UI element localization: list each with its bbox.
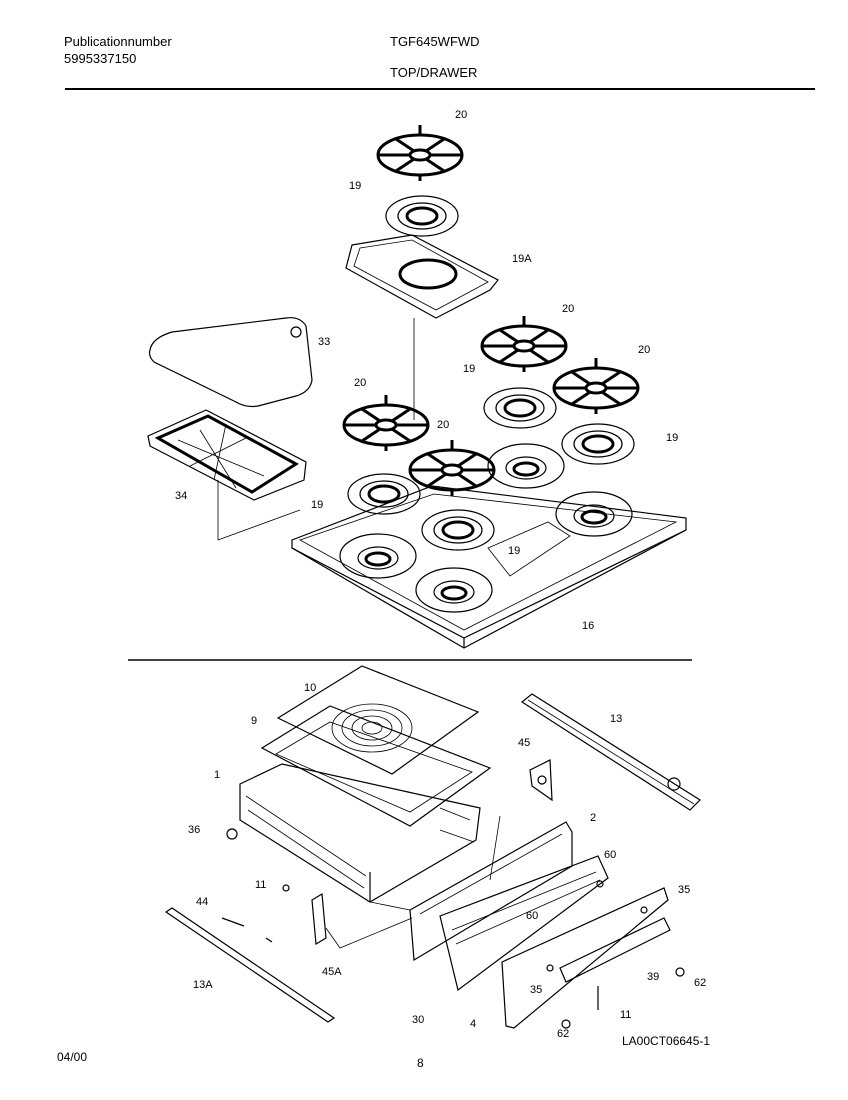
callout-label: 60 — [526, 910, 538, 922]
callout-label: 16 — [582, 620, 594, 632]
drip-bowl — [420, 508, 496, 552]
callout-label: 2 — [590, 812, 596, 824]
handle-trim — [559, 917, 671, 983]
drip-bowl — [384, 194, 460, 238]
nut — [561, 1019, 571, 1029]
header-rule — [65, 88, 815, 90]
callout-label: 45 — [518, 737, 530, 749]
callout-label: 10 — [304, 682, 316, 694]
drawer-liner — [439, 855, 609, 992]
callout-label: 20 — [455, 109, 467, 121]
screw — [546, 964, 554, 972]
callout-label: 19 — [311, 499, 323, 511]
callout-label: 11 — [620, 1009, 631, 1021]
callout-label: 20 — [437, 419, 449, 431]
drawer-frame — [239, 763, 481, 903]
callout-label: 19 — [508, 545, 520, 557]
callout-label: 19 — [463, 363, 475, 375]
cutting-board — [148, 317, 313, 408]
callout-label: 35 — [678, 884, 690, 896]
drawer-body — [409, 821, 573, 962]
callout-label: 11 — [255, 879, 266, 891]
callout-label: 34 — [175, 490, 187, 502]
trim-ring — [345, 234, 499, 319]
callout-label: 36 — [188, 824, 200, 836]
drip-bowl — [346, 472, 422, 516]
bracket — [311, 892, 327, 946]
surface-burner-well — [414, 566, 494, 614]
publication-number: 5995337150 — [64, 51, 137, 66]
callout-label: 44 — [196, 896, 208, 908]
page-number: 8 — [417, 1056, 424, 1070]
callout-label: 62 — [557, 1028, 569, 1040]
screw — [226, 828, 238, 840]
griddle-tray — [147, 409, 307, 501]
callout-label: 19 — [666, 432, 678, 444]
callout-label: 4 — [470, 1018, 476, 1030]
callout-label: 20 — [638, 344, 650, 356]
lower-rail — [164, 907, 336, 1023]
callout-label: 30 — [412, 1014, 424, 1026]
callout-label: 13A — [193, 979, 213, 991]
burner-grate — [408, 438, 496, 498]
burner-grate — [342, 393, 430, 453]
callout-label: 60 — [604, 849, 616, 861]
callout-label: 45A — [322, 966, 342, 978]
surface-burner-well — [554, 490, 634, 538]
callout-label: 62 — [694, 977, 706, 989]
screw — [596, 880, 604, 888]
section-title: TOP/DRAWER — [390, 65, 478, 80]
callout-label: 20 — [354, 377, 366, 389]
bracket — [529, 759, 553, 802]
callout-label: 33 — [318, 336, 330, 348]
surface-burner-well — [486, 442, 566, 490]
burner-grate — [376, 123, 464, 183]
broil-element — [276, 665, 480, 775]
callout-label: 39 — [647, 971, 659, 983]
callout-label: 1 — [214, 769, 220, 781]
broil-pan — [260, 705, 492, 827]
burner-grate — [480, 314, 568, 374]
nut — [675, 967, 685, 977]
drawer-rail — [520, 693, 701, 811]
surface-burner-well — [338, 532, 418, 580]
callout-label: 35 — [530, 984, 542, 996]
screw — [640, 906, 648, 914]
callout-label: 9 — [251, 715, 257, 727]
revision-date: 04/00 — [57, 1050, 88, 1064]
drawer-front — [501, 887, 669, 1029]
model-number: TGF645WFWD — [390, 34, 480, 49]
drip-bowl — [560, 422, 636, 466]
publication-number-label: Publicationnumber — [64, 34, 172, 49]
callout-label: 13 — [610, 713, 622, 725]
callout-label: 20 — [562, 303, 574, 315]
callout-label: 19 — [349, 180, 361, 192]
cooktop — [291, 485, 687, 649]
screw — [282, 884, 290, 892]
burner-grate — [552, 356, 640, 416]
drawing-id: LA00CT06645-1 — [622, 1034, 711, 1048]
callout-label: 19A — [512, 253, 532, 265]
drip-bowl — [482, 386, 558, 430]
